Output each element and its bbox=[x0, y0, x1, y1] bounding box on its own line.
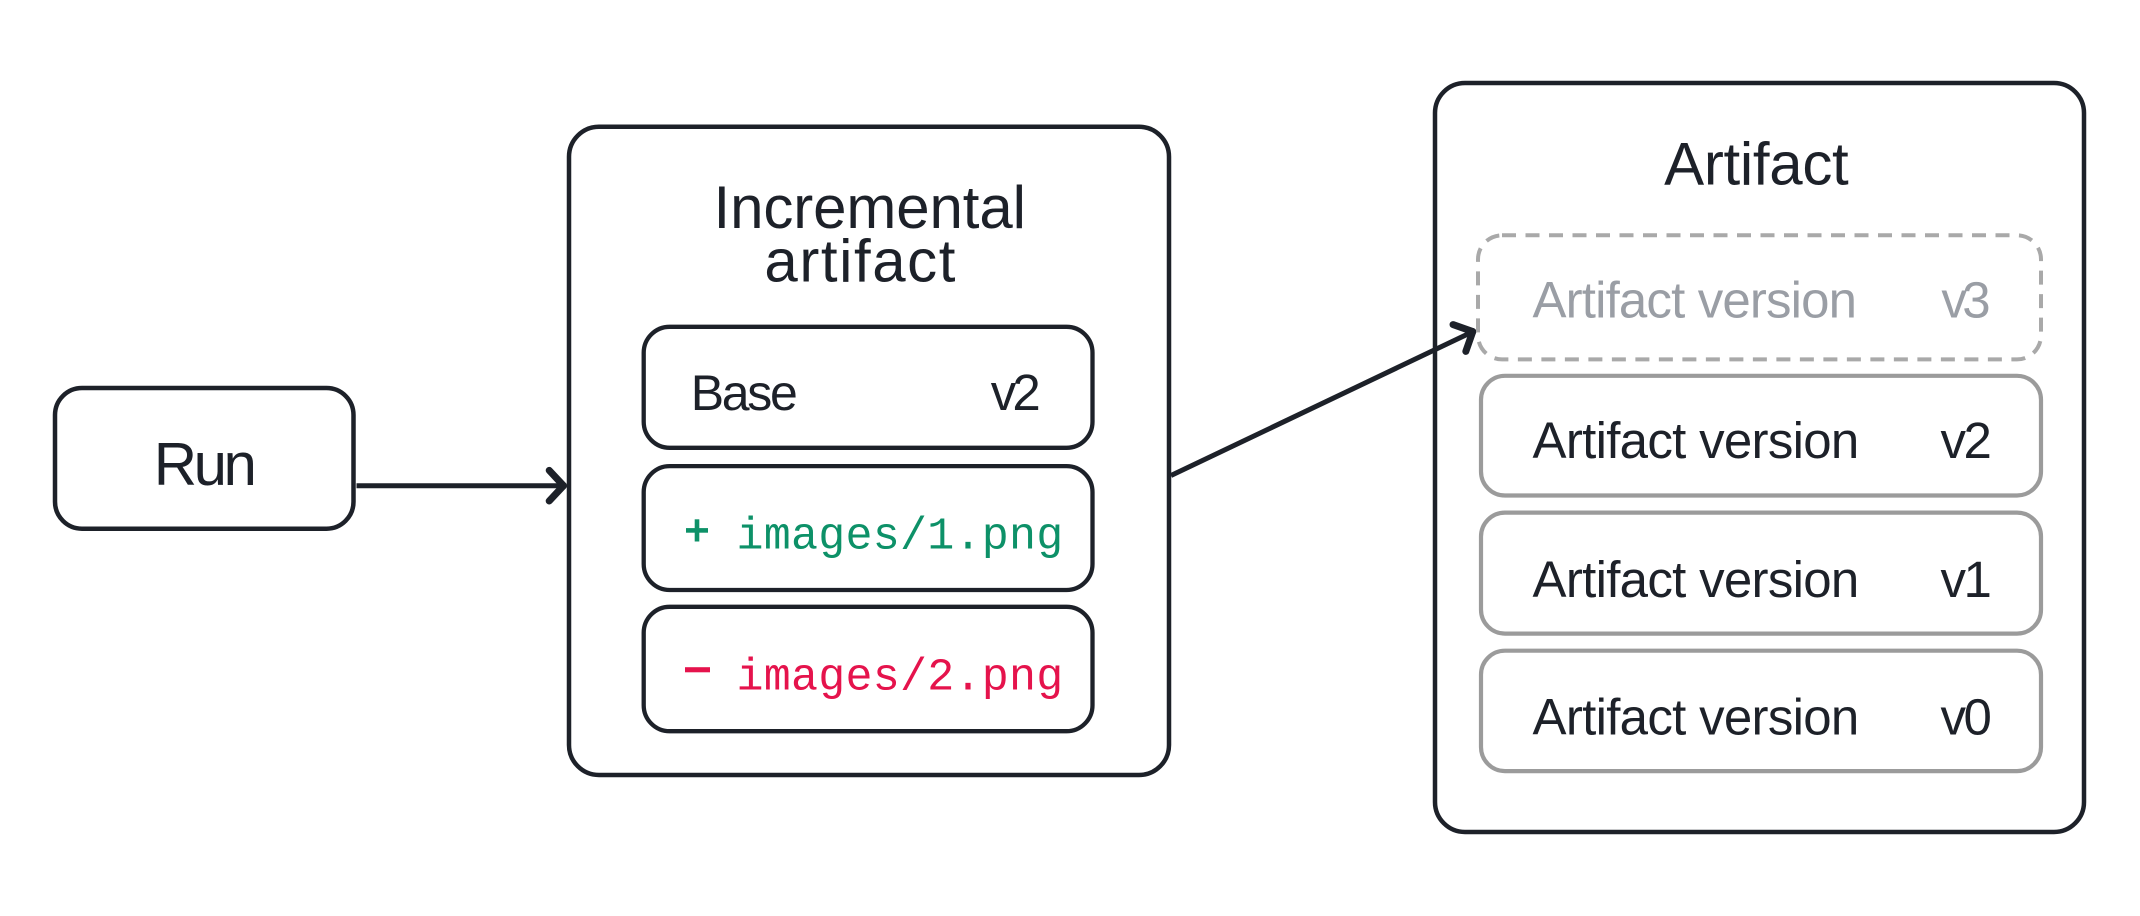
svg-text:artifact: artifact bbox=[764, 228, 957, 295]
svg-text:v2: v2 bbox=[991, 364, 1039, 421]
svg-text:v1: v1 bbox=[1941, 551, 1990, 608]
svg-text:Incremental: Incremental bbox=[714, 174, 1026, 241]
svg-text:v2: v2 bbox=[1941, 412, 1990, 469]
svg-text:Base: Base bbox=[691, 365, 796, 421]
svg-text:Artifact version: Artifact version bbox=[1533, 412, 1859, 469]
svg-text:Artifact version: Artifact version bbox=[1533, 689, 1859, 746]
svg-text:Artifact version: Artifact version bbox=[1533, 551, 1859, 608]
svg-text:Artifact version: Artifact version bbox=[1533, 272, 1857, 329]
svg-text:images/2.png: images/2.png bbox=[737, 653, 1064, 704]
svg-text:Run: Run bbox=[154, 431, 254, 498]
svg-text:Artifact: Artifact bbox=[1664, 130, 1849, 197]
svg-text:v0: v0 bbox=[1941, 689, 1991, 746]
svg-text:v3: v3 bbox=[1941, 272, 1989, 329]
svg-text:images/1.png: images/1.png bbox=[737, 511, 1064, 562]
